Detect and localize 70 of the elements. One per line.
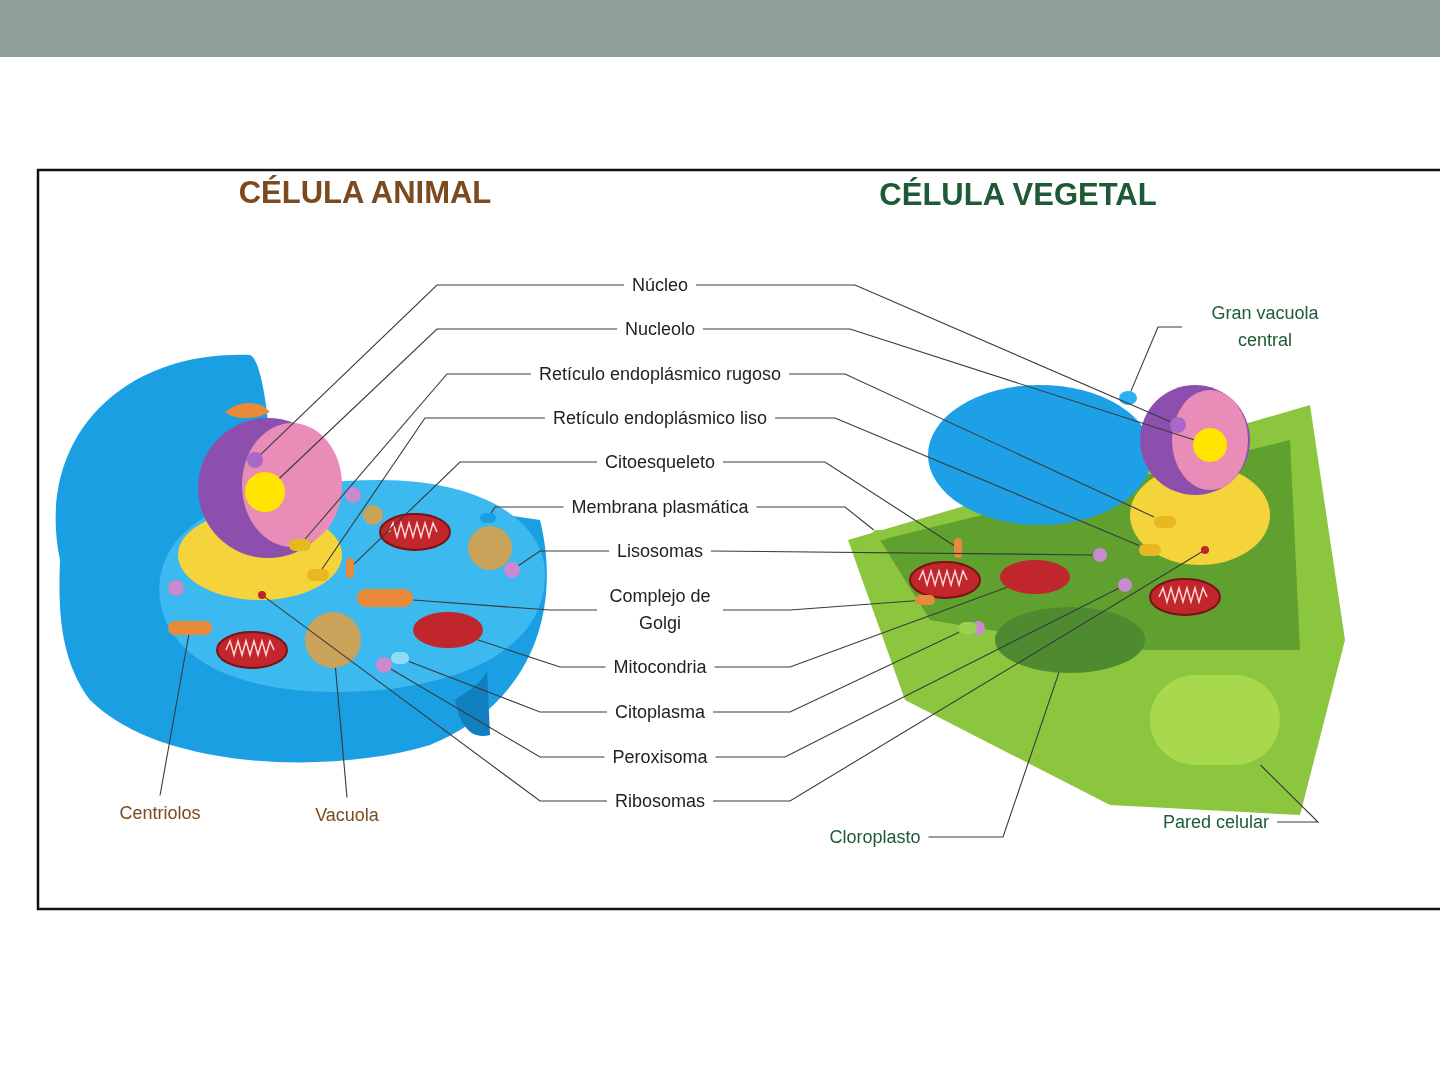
vacuole [305, 612, 361, 668]
leader-line [1259, 764, 1320, 823]
nucleus [1170, 417, 1186, 433]
leader-line [712, 551, 1203, 802]
part-label: Nucleolo [625, 317, 695, 341]
chloroplast [995, 607, 1145, 673]
lysosome [1093, 548, 1107, 562]
leader-line [304, 373, 532, 540]
part-label: Citoplasma [615, 700, 705, 724]
leader-line [490, 506, 564, 514]
leader-line [412, 599, 598, 611]
part-label: Peroxisoma [612, 745, 708, 769]
mitochondrion [1000, 560, 1070, 594]
part-label: Vacuola [315, 803, 379, 827]
leader-line [264, 596, 608, 802]
nucleolus [245, 472, 285, 512]
leader-line [321, 417, 546, 570]
part-label: Citoesqueleto [604, 450, 716, 474]
leader-line [1130, 326, 1183, 392]
heading: CÉLULA ANIMAL [238, 175, 492, 211]
peroxisome [1118, 578, 1132, 592]
part-label: Mitocondria [613, 655, 707, 679]
leader-line [159, 634, 190, 797]
leader-line [713, 586, 1008, 668]
leader-line [710, 550, 1094, 556]
peroxisome [376, 657, 392, 673]
leader-line [353, 461, 598, 565]
part-label: Pared celular [1162, 810, 1270, 834]
part-label: Cloroplasto [829, 825, 921, 849]
leader-line [476, 639, 607, 668]
leader-line [714, 587, 1120, 758]
golgi-apparatus [357, 589, 413, 607]
part-label: Lisosomas [617, 539, 703, 563]
nucleus [247, 452, 263, 468]
part-label: Retículo endoplásmico liso [552, 406, 768, 430]
part-label: Retículo endoplásmico rugoso [538, 362, 782, 386]
cytoskeleton [954, 538, 962, 558]
vacuole [1119, 391, 1137, 405]
leader-line [788, 373, 1155, 518]
nucleolus [1193, 428, 1227, 462]
heading: CÉLULA VEGETAL [879, 177, 1157, 213]
cytoskeleton [346, 558, 354, 578]
leader-line [722, 461, 955, 546]
plasma-membrane [480, 513, 496, 523]
leader-line [722, 600, 916, 611]
leader-line [260, 284, 625, 455]
plasma-membrane [872, 530, 888, 540]
leader-line [756, 506, 875, 531]
leader-line [695, 284, 1172, 423]
part-label: Ribosomas [615, 789, 705, 813]
leader-line [518, 550, 610, 567]
leader-line [390, 668, 606, 758]
leader-line [712, 631, 960, 713]
leader-line [702, 328, 1195, 441]
part-label: Núcleo [632, 273, 688, 297]
part-label: Membrana plasmática [571, 495, 749, 519]
leader-line [774, 417, 1140, 546]
leader-line [278, 328, 618, 479]
ribosome [1201, 546, 1209, 554]
lysosome [504, 562, 520, 578]
centriole [168, 621, 212, 635]
leader-line [927, 672, 1060, 838]
leader-line [334, 667, 348, 799]
mitochondrion [413, 612, 483, 648]
leader-line [408, 660, 608, 713]
ribosome [258, 591, 266, 599]
part-label: Complejo de Golgi [608, 585, 712, 635]
part-label: Gran vacuola central [1210, 302, 1320, 352]
part-label: Centriolos [119, 801, 201, 825]
golgi-apparatus [915, 595, 935, 605]
